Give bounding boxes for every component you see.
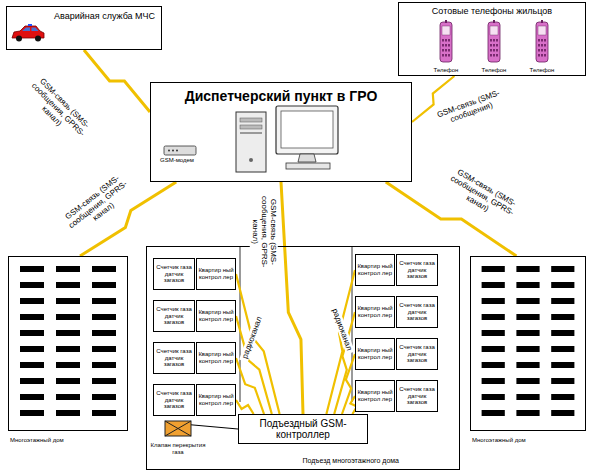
radio-link (236, 400, 254, 414)
node-text: Подъездный GSM-контроллер (243, 418, 363, 441)
radio-link (281, 182, 303, 414)
gas-meter-box: Счетчик газа датчик загазов (396, 296, 438, 328)
gas-meter-box: Счетчик газа датчик загазов (396, 254, 438, 286)
building: Многоэтажный дом (8, 256, 128, 446)
radio-link (236, 358, 264, 414)
node-text: Квартир ный контрол лер (198, 393, 234, 407)
node-text: Счетчик газа датчик загазов (398, 302, 436, 323)
node-text: Квартир ный контрол лер (357, 389, 393, 403)
apartment-controller: Квартир ный контрол лер (355, 338, 395, 370)
radio-link (412, 76, 454, 122)
car-icon (12, 24, 44, 42)
phone-icon: Телефон (524, 20, 560, 74)
gas-meter-box: Счетчик газа датчик загазов (153, 342, 195, 374)
service-box: Аварийная служба МЧС (6, 6, 162, 50)
radio-link (386, 182, 517, 256)
node-text: Квартир ный контрол лер (357, 263, 393, 277)
device-label: GSM-модем (160, 157, 194, 163)
caption-text: Многоэтажный дом (472, 437, 584, 444)
node-text: Квартир ный контрол лер (357, 347, 393, 361)
node-text: Счетчик газа датчик загазов (155, 390, 193, 411)
caption-text: Телефон (524, 67, 560, 74)
radio-link (326, 270, 355, 414)
caption-text: Телефон (476, 67, 512, 74)
building: Многоэтажный дом (470, 256, 586, 446)
node-text: Квартир ный контрол лер (357, 305, 393, 319)
link-label: GSM-связь (SMS-сообщения, GPRS-канал) (23, 75, 93, 145)
node-text: Счетчик газа датчик загазов (155, 264, 193, 285)
link-label: GSM-связь (SMS-сообщения, GPRS-канал) (444, 166, 520, 226)
apartment-controller: Квартир ный контрол лер (355, 380, 395, 412)
radio-link (80, 182, 176, 256)
building-shape (470, 256, 586, 446)
link-label: радиоканал (329, 305, 355, 355)
radio-link (236, 274, 280, 414)
gsm-controller: Подъездный GSM-контроллер (238, 414, 368, 444)
node-text: Счетчик газа датчик загазов (155, 348, 193, 369)
link-label: радиоканал (239, 313, 265, 363)
dispatch-box: Диспетчерский пункт в ГРО (150, 82, 412, 182)
apartment-controller: Квартир ный контрол лер (196, 384, 236, 416)
phone-icon: Телефон (476, 20, 512, 74)
pipe-line (191, 425, 238, 429)
radio-link (334, 312, 355, 414)
caption-text: Телефон (428, 67, 464, 74)
node-text: Аварийная служба МЧС (37, 11, 155, 21)
phone-icon-shape (524, 20, 560, 74)
gsm-modem-icon (164, 146, 196, 155)
entrance-division (240, 247, 241, 402)
apartment-controller: Квартир ный контрол лер (196, 342, 236, 374)
gas-meter-box: Счетчик газа датчик загазов (153, 258, 195, 290)
node-text: Квартир ный контрол лер (198, 309, 234, 323)
gas-valve: Клапан перекрытия газа (150, 420, 206, 456)
link-label: GSM-связь (SMS-сообщения, GPRS-канал) (250, 196, 278, 268)
computer-icon (236, 106, 338, 172)
phone-icon-shape (428, 20, 464, 74)
apartment-controller: Квартир ный контрол лер (355, 254, 395, 286)
phone-icon: Телефон (428, 20, 464, 74)
node-text: Счетчик газа датчик загазов (398, 344, 436, 365)
phones-box: Сотовые телефоны жильцовТелефон Телефон Те… (398, 2, 586, 76)
entrance-box: Подъезд многоэтажного дома Счетчик газа д… (146, 246, 460, 470)
caption-text: Клапан перекрытия газа (150, 442, 206, 456)
building-shape (8, 256, 128, 446)
caption-text: Многоэтажный дом (10, 437, 126, 444)
gas-meter-box: Счетчик газа датчик загазов (396, 338, 438, 370)
apartment-controller: Квартир ный контрол лер (355, 296, 395, 328)
radio-link (84, 50, 150, 112)
node-text: Подъезд многоэтажного дома (151, 457, 399, 465)
apartment-controller: Квартир ный контрол лер (196, 300, 236, 332)
link-label: GSM-связь (SMS-сообщения) (431, 86, 509, 129)
node-text: Счетчик газа датчик загазов (398, 260, 436, 281)
gas-meter-box: Счетчик газа датчик загазов (153, 300, 195, 332)
radio-link (236, 316, 272, 414)
phone-icon-shape (476, 20, 512, 74)
node-text: Счетчик газа датчик загазов (155, 306, 193, 327)
node-text: Сотовые телефоны жильцов (402, 6, 582, 16)
link-label: GSM-связь (SMS-сообщения, GPRS-канал) (61, 172, 135, 238)
gas-meter-box: Счетчик газа датчик загазов (396, 380, 438, 412)
gas-meter-box: Счетчик газа датчик загазов (153, 384, 195, 416)
node-text: Счетчик газа датчик загазов (398, 386, 436, 407)
node-text: Диспетчерский пункт в ГРО (156, 88, 406, 104)
apartment-controller: Квартир ный контрол лер (196, 258, 236, 290)
node-text: Квартир ный контрол лер (198, 351, 234, 365)
node-text: Квартир ный контрол лер (198, 267, 234, 281)
